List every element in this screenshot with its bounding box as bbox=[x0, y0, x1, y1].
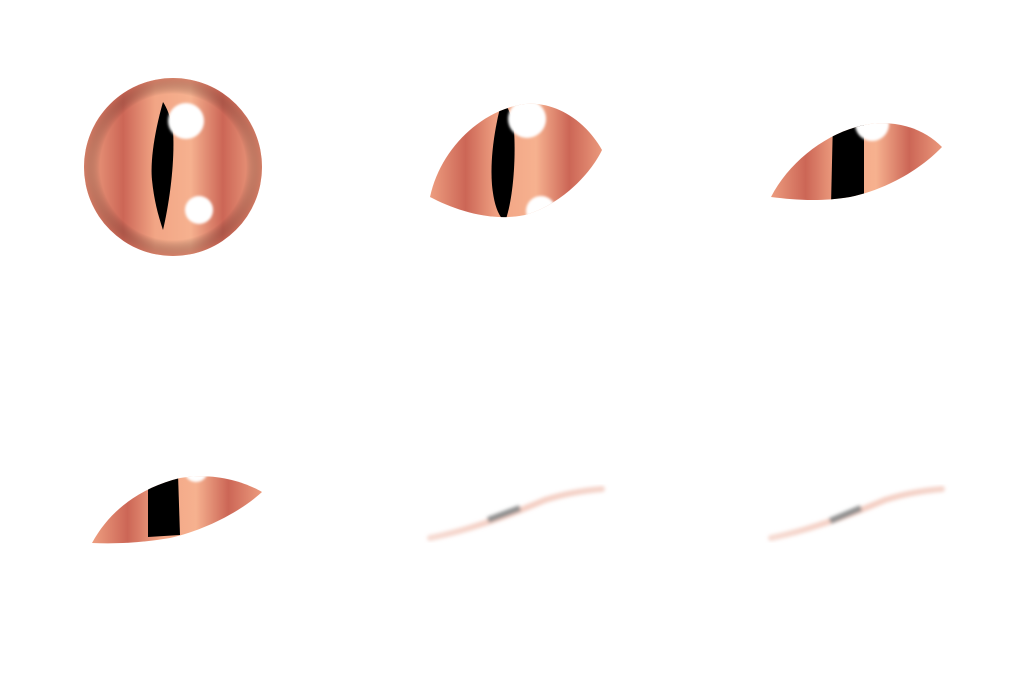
slit-pupil bbox=[491, 103, 515, 218]
eye-frame-almost-closed bbox=[92, 476, 262, 544]
eye-frame-closed-1 bbox=[427, 486, 605, 541]
slit-pupil bbox=[151, 102, 174, 230]
closed-lid-line bbox=[768, 486, 945, 541]
highlight-small bbox=[526, 196, 556, 218]
highlight-large bbox=[184, 476, 208, 482]
highlight-large bbox=[855, 123, 889, 141]
slit-pupil bbox=[831, 123, 864, 201]
eye-frame-closed-2 bbox=[768, 486, 945, 541]
eye-frame-half-open bbox=[430, 103, 602, 218]
closed-pupil-mark bbox=[486, 505, 522, 523]
iris-rim-shade bbox=[84, 78, 262, 256]
eye-frame-open bbox=[84, 78, 262, 256]
highlight-large bbox=[168, 103, 204, 139]
closed-lid-line bbox=[427, 486, 605, 541]
eye-frame-narrowing bbox=[771, 123, 942, 201]
highlight-small bbox=[185, 196, 213, 224]
closed-pupil-mark bbox=[828, 505, 863, 524]
highlight-large bbox=[508, 103, 546, 138]
slit-pupil bbox=[148, 476, 180, 537]
